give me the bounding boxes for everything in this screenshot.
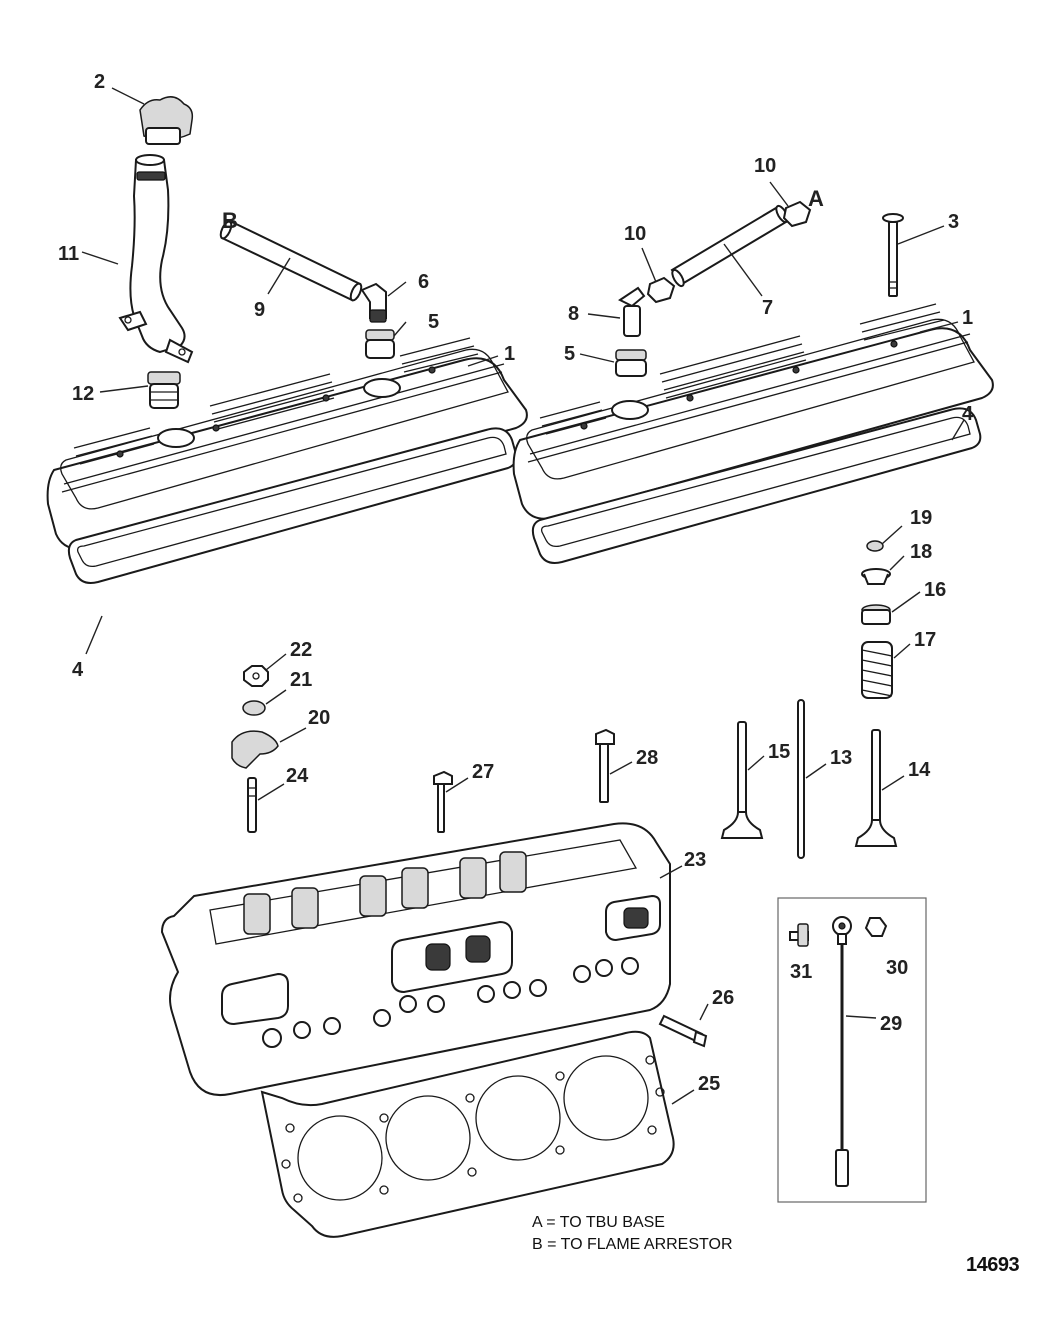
callout-21: 21 xyxy=(290,669,312,691)
rocker-nut xyxy=(243,665,269,687)
callout-1-right: 1 xyxy=(962,307,973,329)
valve-cover-gasket-left xyxy=(67,427,518,584)
callout-15: 15 xyxy=(768,741,790,763)
oil-filler-tube xyxy=(118,154,194,364)
pcv-grommet-right xyxy=(615,349,647,377)
head-gasket-holes xyxy=(281,1055,665,1203)
filler-grommet xyxy=(147,371,181,409)
callout-23: 23 xyxy=(684,849,706,871)
intake-valve xyxy=(720,721,764,839)
callout-4-right: 4 xyxy=(962,403,974,425)
knock-sensor-adapter xyxy=(789,923,809,947)
head-bolt-short xyxy=(433,770,453,833)
knock-sensor-washer xyxy=(864,917,888,937)
callout-9: 9 xyxy=(254,299,265,321)
rocker-arm xyxy=(231,730,279,769)
rocker-ball xyxy=(242,700,266,716)
valve-cover-right xyxy=(512,303,994,520)
callout-30: 30 xyxy=(886,957,908,979)
marker-b: B xyxy=(222,208,238,233)
callout-13: 13 xyxy=(830,747,852,769)
callout-16: 16 xyxy=(924,579,946,601)
callout-14: 14 xyxy=(908,759,931,781)
callout-5-right: 5 xyxy=(564,343,575,365)
knock-sensor-inset xyxy=(777,897,927,1203)
hose-b xyxy=(219,220,363,302)
elbow-fitting-left xyxy=(360,282,387,323)
callout-5-left: 5 xyxy=(428,311,439,333)
legend: A = TO TBU BASE B = TO FLAME ARRESTOR xyxy=(532,1212,733,1256)
callout-20: 20 xyxy=(308,707,330,729)
spring-retainer xyxy=(861,568,891,585)
hose-a xyxy=(670,204,789,288)
callout-10-upper: 10 xyxy=(754,155,776,177)
callout-19: 19 xyxy=(910,507,932,529)
valve-spring xyxy=(861,641,893,699)
knock-sensor xyxy=(832,916,852,1187)
callout-31: 31 xyxy=(790,961,812,983)
cylinder-head-bolt-holes xyxy=(262,957,639,1048)
callout-numbers: 2 11 12 9 6 5 1 4 10 10 8 5 7 3 1 4 19 1… xyxy=(58,71,974,1095)
hose-clamp-lower xyxy=(646,276,676,304)
exhaust-valve xyxy=(854,729,898,847)
oil-filler-cap xyxy=(139,96,194,145)
cylinder-head xyxy=(160,822,671,1096)
valve-cover-right-fins xyxy=(539,303,945,435)
callout-8: 8 xyxy=(568,303,579,325)
callout-10-lower: 10 xyxy=(624,223,646,245)
callout-26: 26 xyxy=(712,987,734,1009)
valve-cover-left-fins xyxy=(73,337,479,465)
callout-18: 18 xyxy=(910,541,932,563)
callout-4-left: 4 xyxy=(72,659,84,681)
callout-17: 17 xyxy=(914,629,936,651)
callout-2: 2 xyxy=(94,71,105,93)
head-bolt-long xyxy=(595,728,615,803)
leader-lines xyxy=(81,87,965,1105)
callout-25: 25 xyxy=(698,1073,720,1095)
callout-29: 29 xyxy=(880,1013,902,1035)
callout-11: 11 xyxy=(58,243,79,265)
cylinder-head-gasket xyxy=(260,1030,675,1238)
callout-28: 28 xyxy=(636,747,658,769)
pcv-valve xyxy=(618,286,646,337)
legend-line-b: B = TO FLAME ARRESTOR xyxy=(532,1236,733,1253)
callout-12: 12 xyxy=(72,383,94,405)
legend-line-a: A = TO TBU BASE xyxy=(532,1214,665,1231)
marker-a: A xyxy=(808,186,824,211)
exhaust-bolt xyxy=(658,1014,708,1048)
valve-keepers xyxy=(866,540,884,552)
drawing-number: 14693 xyxy=(966,1254,1020,1276)
callout-24: 24 xyxy=(286,765,309,787)
callout-7: 7 xyxy=(762,297,773,319)
hose-clamp-upper xyxy=(782,200,812,228)
callout-22: 22 xyxy=(290,639,312,661)
valve-cover-gasket-right xyxy=(531,407,982,564)
callout-6: 6 xyxy=(418,271,429,293)
cylinder-head-springs xyxy=(243,851,527,935)
valve-seal xyxy=(861,604,891,625)
pushrod xyxy=(797,699,805,859)
callout-1-left: 1 xyxy=(504,343,515,365)
valve-cover-left xyxy=(46,337,528,550)
callout-3: 3 xyxy=(948,211,959,233)
pcv-grommet-left xyxy=(365,329,395,359)
connection-markers: A B xyxy=(222,186,824,233)
valve-cover-bolt xyxy=(882,213,904,297)
callout-27: 27 xyxy=(472,761,494,783)
rocker-stud xyxy=(247,777,257,833)
